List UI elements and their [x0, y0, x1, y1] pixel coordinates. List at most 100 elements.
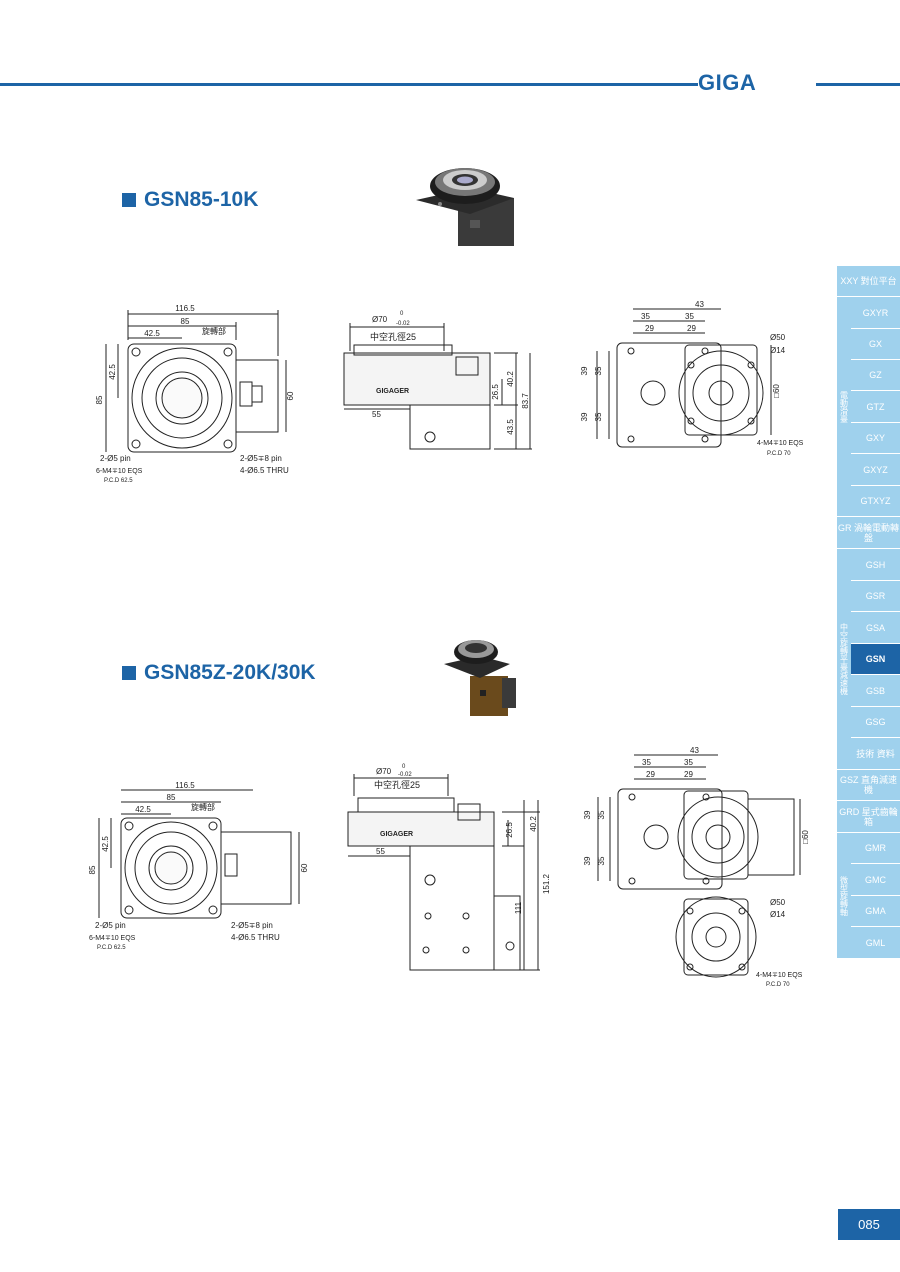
sidebar-item-gsg[interactable]: GSG: [851, 707, 900, 738]
dim-rear-d50: Ø50: [770, 898, 786, 907]
page-number: 085: [838, 1209, 900, 1240]
sidebar-item-gxy[interactable]: GXY: [851, 423, 900, 454]
sidebar-item-gsh[interactable]: GSH: [851, 549, 900, 581]
sidebar-item-gxyz[interactable]: GXYZ: [851, 454, 900, 486]
dim-height-half: 42.5: [108, 364, 117, 380]
dim-rear-29b: 29: [684, 770, 693, 779]
sidebar-item-gml[interactable]: GML: [851, 927, 900, 959]
sidebar-item-gsa[interactable]: GSA: [851, 612, 900, 644]
dim-rear-39a: 39: [580, 366, 589, 375]
brand-logo: GIGA: [698, 70, 757, 95]
dim-width-half: 42.5: [144, 329, 160, 338]
sidebar-item-gsr[interactable]: GSR: [851, 581, 900, 612]
dim-height-side: 60: [300, 863, 309, 872]
dim-rear-35a: 35: [641, 312, 650, 321]
dim-flange-height: 26.5: [505, 822, 514, 838]
sidebar-item-gsn[interactable]: GSN: [851, 644, 900, 675]
label-rotating-part: 旋轉部: [202, 326, 226, 336]
dim-height-half: 42.5: [101, 836, 110, 852]
sidebar-item-gtxyz[interactable]: GTXYZ: [851, 486, 900, 517]
dim-flange-dia: Ø70: [372, 315, 388, 324]
dim-body-length: 55: [372, 410, 381, 419]
title-square-icon: [122, 193, 136, 207]
sidebar-item-gsz[interactable]: GSZ 直角減速機: [837, 770, 900, 801]
product-photo-gsn85: [416, 168, 514, 246]
dim-rear-35b: 35: [684, 758, 693, 767]
dim-total-height: 83.7: [521, 393, 530, 409]
sidebar-item-gmr[interactable]: GMR: [851, 833, 900, 864]
sidebar-item-gz[interactable]: GZ: [851, 360, 900, 391]
sidebar-item-tech-data[interactable]: 技術 資料: [851, 738, 900, 770]
dim-rear-43: 43: [695, 300, 704, 309]
dim-body-length: 55: [376, 847, 385, 856]
sidebar-item-gxyr[interactable]: GXYR: [851, 297, 900, 329]
sidebar-item-gr[interactable]: GR 渦輪電動轉盤: [837, 517, 900, 549]
label-tap-holes: 6-M4∓10 EQS: [96, 468, 143, 475]
section-title-text: GSN85Z-20K/30K: [144, 661, 316, 684]
dim-width-total: 116.5: [175, 781, 195, 790]
label-gigager-logo: GIGAGER: [380, 831, 413, 838]
label-rear-tap: 4-M4∓10 EQS: [756, 972, 803, 979]
sidebar-item-gsb[interactable]: GSB: [851, 675, 900, 707]
title-square-icon: [122, 666, 136, 680]
dim-rear-35d: 35: [597, 856, 606, 865]
dim-rear-35a: 35: [642, 758, 651, 767]
label-rear-tap: 4-M4∓10 EQS: [757, 440, 804, 447]
sidebar-item-gx[interactable]: GX: [851, 329, 900, 360]
dim-motor-height: 43.5: [506, 419, 515, 435]
label-pin: 2-Ø5 pin: [100, 454, 131, 463]
rear-view-drawing: 43 35 35 29 29 39 35 39 35 Ø50 Ø14 □60 4…: [580, 300, 804, 457]
dim-rear-sq60: □60: [801, 830, 810, 844]
label-thru-holes: 4-Ø6.5 THRU: [231, 933, 280, 942]
dim-flange-height: 26.5: [491, 384, 500, 400]
dim-tol-lower: -0.02: [396, 321, 410, 327]
side-view-drawing: Ø70 0 -0.02 中空孔徑25 GIGAGER 55 26.5 40.2 …: [343, 311, 532, 450]
side-view-drawing-2: Ø70 0 -0.02 中空孔徑25 GIGAGER 55 26.5 40.2 …: [347, 764, 551, 971]
dim-rear-35b: 35: [685, 312, 694, 321]
sidebar-group-micro-rotary: 微型旋轉軸: [837, 833, 851, 959]
front-view-drawing-2: 116.5 85 42.5 旋轉部 85 42.5 60 2-Ø5 pin 6-…: [88, 781, 309, 951]
dim-rear-d14: Ø14: [770, 346, 786, 355]
dim-total-height: 151.2: [542, 873, 551, 894]
sidebar-item-xxy[interactable]: XXY 對位平台: [837, 266, 900, 297]
dim-tol-upper: 0: [400, 311, 404, 317]
label-rear-pcd: P.C.D 70: [766, 982, 790, 988]
dim-body-height: 40.2: [529, 816, 538, 832]
dim-body-height: 40.2: [506, 371, 515, 387]
label-pin-depth: 2-Ø5∓8 pin: [231, 921, 273, 930]
dim-width-body: 85: [167, 793, 176, 802]
label-hollow-bore: 中空孔徑25: [374, 779, 420, 790]
sidebar-item-gmc[interactable]: GMC: [851, 864, 900, 896]
dim-rear-29a: 29: [646, 770, 655, 779]
dim-width-body: 85: [181, 317, 190, 326]
sidebar-group-hollow-rotary: 中空旋轉平臺減速機: [837, 549, 851, 770]
section-title-gsn85z: GSN85Z-20K/30K: [122, 661, 316, 685]
dim-rear-39a: 39: [583, 810, 592, 819]
dim-motor-height: 111: [514, 901, 523, 914]
dim-width-half: 42.5: [135, 805, 151, 814]
label-pcd: P.C.D 62.5: [104, 478, 133, 484]
sidebar-item-grd[interactable]: GRD 星式齒輪箱: [837, 801, 900, 833]
label-rotating-part: 旋轉部: [191, 802, 215, 812]
dim-rear-29b: 29: [687, 324, 696, 333]
label-hollow-bore: 中空孔徑25: [370, 331, 416, 342]
product-photo-gsn85z: [444, 640, 516, 716]
header-rule-left: [0, 83, 698, 86]
label-pin-depth: 2-Ø5∓8 pin: [240, 454, 282, 463]
dim-height-body: 85: [88, 865, 97, 874]
dim-rear-39b: 39: [583, 856, 592, 865]
dim-rear-43: 43: [690, 746, 699, 755]
section-title-gsn85: GSN85-10K: [122, 188, 258, 212]
label-rear-pcd: P.C.D 70: [767, 451, 791, 457]
front-view-drawing: 116.5 85 42.5 旋轉部 85 42.5 60 2-Ø5 pin 6-…: [95, 304, 295, 484]
section-title-text: GSN85-10K: [144, 188, 259, 211]
dim-rear-35c: 35: [597, 810, 606, 819]
label-tap-holes: 6-M4∓10 EQS: [89, 935, 136, 942]
header-rule-right: [816, 83, 900, 86]
sidebar-group-electric-slide: 電動滑臺: [837, 297, 851, 517]
dim-tol-lower: -0.02: [398, 772, 412, 778]
dim-rear-35c: 35: [594, 366, 603, 375]
sidebar-item-gma[interactable]: GMA: [851, 896, 900, 927]
dim-rear-d14: Ø14: [770, 910, 786, 919]
sidebar-item-gtz[interactable]: GTZ: [851, 391, 900, 423]
